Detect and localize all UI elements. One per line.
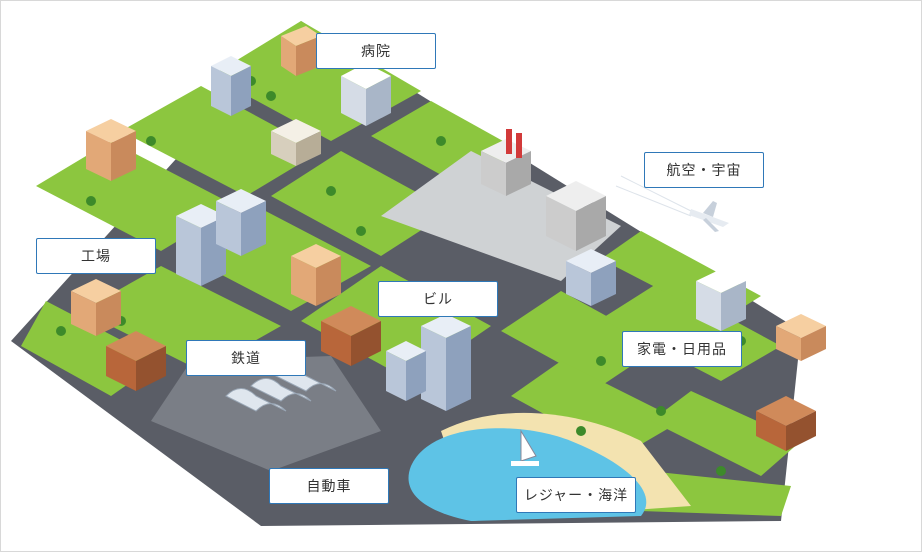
label-building[interactable]: ビル: [378, 281, 498, 317]
label-aerospace[interactable]: 航空・宇宙: [644, 152, 764, 188]
airplane: [615, 175, 729, 232]
label-hospital[interactable]: 病院: [316, 33, 436, 69]
buildings: [71, 26, 826, 451]
label-appliances[interactable]: 家電・日用品: [622, 331, 742, 367]
label-railway[interactable]: 鉄道: [186, 340, 306, 376]
label-leisure-marine[interactable]: レジャー・海洋: [516, 477, 636, 513]
label-automotive[interactable]: 自動車: [269, 468, 389, 504]
industrial-plaza: [381, 151, 621, 281]
sailboat: [511, 429, 539, 466]
label-factory[interactable]: 工場: [36, 238, 156, 274]
